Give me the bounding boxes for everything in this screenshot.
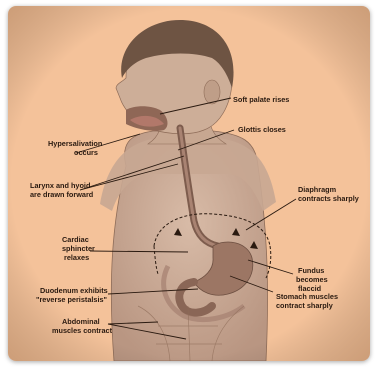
label-duodenum-2: "reverse peristalsis" [36, 295, 107, 304]
label-hypersalivation-2: occurs [74, 148, 98, 157]
label-cardiac-1: Cardiac [62, 235, 89, 244]
label-fundus-2: becomes [296, 275, 328, 284]
label-glottis: Glottis closes [238, 125, 286, 134]
label-abdominal-1: Abdominal [62, 317, 100, 326]
label-larynx-2: are drawn forward [30, 190, 93, 199]
vomiting-reflex-illustration: Soft palate rises Glottis closes Hypersa… [8, 6, 370, 361]
label-duodenum-1: Duodenum exhibits [40, 286, 108, 295]
label-fundus-1: Fundus [298, 266, 324, 275]
label-stomach-2: contract sharply [276, 301, 334, 310]
label-larynx-1: Larynx and hyoid [30, 181, 90, 190]
anatomy-diagram: Soft palate rises Glottis closes Hypersa… [8, 6, 370, 361]
label-diaphragm-1: Diaphragm [298, 185, 337, 194]
label-diaphragm-2: contracts sharply [298, 194, 360, 203]
label-cardiac-2: sphincter [62, 244, 95, 253]
label-stomach-1: Stomach muscles [276, 292, 338, 301]
label-cardiac-3: relaxes [64, 253, 89, 262]
label-abdominal-2: muscles contract [52, 326, 113, 335]
label-hypersalivation-1: Hypersalivation [48, 139, 102, 148]
label-soft-palate: Soft palate rises [233, 95, 289, 104]
